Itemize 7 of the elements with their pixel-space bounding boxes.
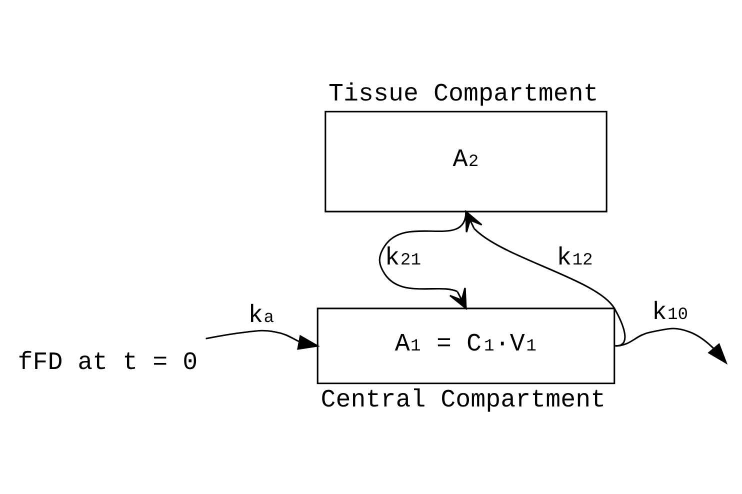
node-text: fFD at t = 0	[18, 348, 198, 377]
edge-label: k12	[556, 242, 593, 272]
node-label: Tissue Compartment	[328, 78, 598, 108]
edge-label: ka	[248, 300, 274, 330]
edge-label: k21	[384, 242, 422, 272]
node-label: Central Compartment	[320, 385, 606, 414]
edge-label: k10	[652, 298, 688, 327]
